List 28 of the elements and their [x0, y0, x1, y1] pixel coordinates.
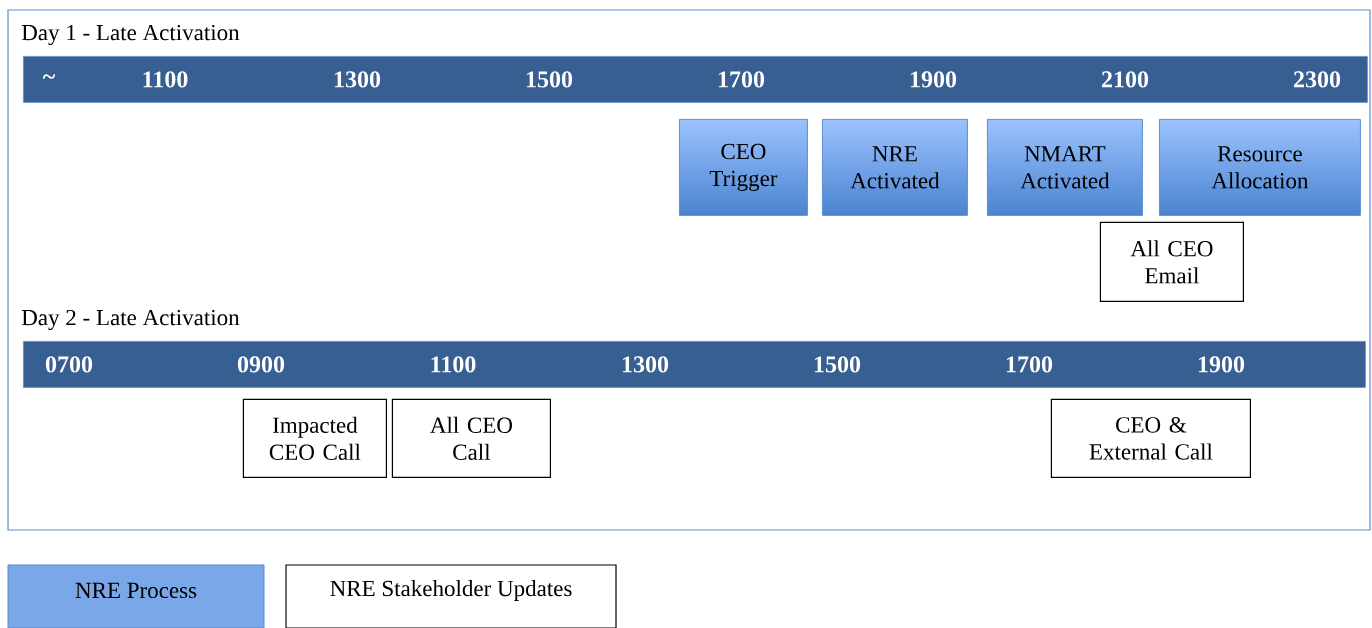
time-tick-label: 1900: [910, 71, 957, 88]
update-box: CEO & External Call: [1050, 398, 1251, 478]
legend-item: NRE Stakeholder Updates: [285, 564, 617, 628]
update-box: Impacted CEO Call: [242, 398, 387, 478]
time-tick-label: 2100: [1102, 71, 1149, 88]
time-tick-label: 1700: [1006, 356, 1053, 373]
time-tick-label: 1500: [814, 356, 861, 373]
process-box: NMART Activated: [986, 118, 1143, 216]
time-tick-label: 1300: [334, 71, 381, 88]
time-tick-label: 1300: [622, 356, 669, 373]
process-box: CEO Trigger: [678, 118, 808, 216]
time-tick-label: ~: [42, 74, 56, 79]
section-heading: Day 1 - Late Activation: [21, 24, 240, 46]
time-tick-label: 0700: [45, 356, 93, 373]
update-box: All CEO Email: [1099, 221, 1244, 302]
panel-frame: [7, 9, 1371, 531]
process-box: NRE Activated: [821, 118, 968, 216]
legend-item: NRE Process: [7, 564, 265, 628]
update-box: All CEO Call: [391, 398, 551, 478]
time-tick-label: 1700: [718, 71, 765, 88]
time-tick-label: 1100: [431, 356, 476, 373]
time-tick-label: 2300: [1294, 71, 1341, 88]
process-box: Resource Allocation: [1158, 118, 1361, 216]
time-tick-label: 1900: [1198, 356, 1245, 373]
time-tick-label: 1500: [526, 71, 573, 88]
time-tick-label: 1100: [143, 71, 188, 88]
section-heading: Day 2 - Late Activation: [21, 309, 240, 331]
time-tick-label: 0900: [237, 356, 285, 373]
